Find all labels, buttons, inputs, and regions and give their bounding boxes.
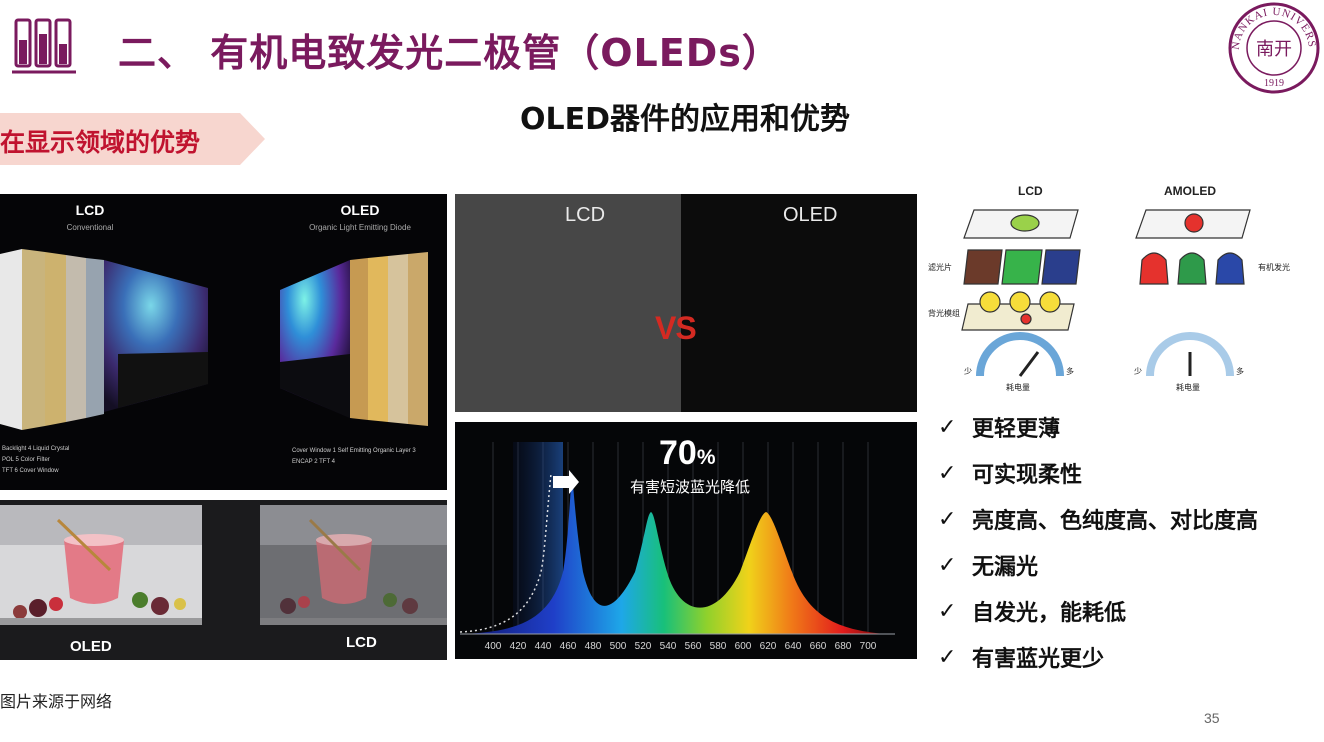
photo-comparison-image: OLED LCD bbox=[0, 500, 447, 660]
lcd-legend: Backlight 4 Liquid Crystal POL 5 Color F… bbox=[2, 446, 70, 474]
oled-label: OLED bbox=[340, 202, 380, 218]
oled-sublabel: Organic Light Emitting Diode bbox=[309, 223, 411, 232]
lcd-photo-caption: LCD bbox=[346, 634, 377, 651]
spectrum-tick: 620 bbox=[759, 641, 777, 652]
more-label: 多 bbox=[1066, 367, 1074, 376]
spectrum-tick: 520 bbox=[634, 641, 652, 652]
less-label: 少 bbox=[964, 367, 972, 376]
image-source-note: 图片来源于网络 bbox=[0, 692, 113, 711]
backlight-label: 背光模组 bbox=[928, 309, 960, 318]
structure-comparison-image: LCD Conventional OLED Organic Light Emit… bbox=[0, 194, 447, 490]
amoled-diagram-title: AMOLED bbox=[1164, 184, 1216, 198]
section-tag-label: 在显示领域的优势 bbox=[0, 128, 201, 157]
spectrum-tick: 440 bbox=[534, 641, 552, 652]
oled-photo-caption: OLED bbox=[70, 638, 112, 655]
black-level-comparison-image: LCD OLED VS bbox=[455, 194, 917, 412]
spectrum-tick: 640 bbox=[784, 641, 802, 652]
check-icon: ✓ bbox=[938, 598, 957, 624]
oled-legend: Cover Window 1 Self Emitting Organic Lay… bbox=[292, 448, 416, 465]
spectrum-tick: 420 bbox=[509, 641, 527, 652]
slide-subtitle: OLED器件的应用和优势 bbox=[519, 102, 850, 137]
spectrum-tick: 500 bbox=[609, 641, 627, 652]
university-seal: NANKAI UNIVERSITY 南开 1919 bbox=[1222, 0, 1322, 96]
spectrum-tick: 480 bbox=[584, 641, 602, 652]
power-label: 耗电量 bbox=[1176, 383, 1200, 392]
spectrum-tick: 540 bbox=[659, 641, 677, 652]
oled-side-label: OLED bbox=[783, 204, 838, 226]
spectrum-tick: 560 bbox=[684, 641, 702, 652]
vs-label: VS bbox=[655, 310, 697, 346]
spectrum-tick: 600 bbox=[734, 641, 752, 652]
spectrum-tick: 680 bbox=[834, 641, 852, 652]
lcd-side-label: LCD bbox=[565, 204, 606, 226]
lcd-sublabel: Conventional bbox=[66, 223, 114, 232]
test-tubes-icon bbox=[10, 18, 78, 76]
lcd-black-half bbox=[455, 194, 681, 412]
page-number: 35 bbox=[1204, 710, 1220, 726]
spectrum-tick: 400 bbox=[484, 641, 502, 652]
feature-list: ✓更轻更薄 ✓可实现柔性 ✓亮度高、色纯度高、对比度高 ✓无漏光 ✓自发光，能耗… bbox=[938, 404, 1258, 680]
spectrum-tick: 700 bbox=[859, 641, 877, 652]
check-icon: ✓ bbox=[938, 460, 957, 486]
feature-item: ✓无漏光 bbox=[938, 552, 1039, 581]
feature-item: ✓可实现柔性 bbox=[938, 460, 1083, 489]
lcd-label: LCD bbox=[75, 202, 105, 218]
feature-item: ✓更轻更薄 bbox=[938, 414, 1061, 443]
page-title: 二、 有机电致发光二极管（OLEDs） bbox=[118, 31, 781, 75]
spectrum-tick: 460 bbox=[559, 641, 577, 652]
section-tag: 在显示领域的优势 bbox=[0, 113, 265, 165]
filter-label: 滤光片 bbox=[928, 263, 952, 272]
seal-chars: 南开 bbox=[1256, 39, 1292, 60]
spectrum-tick: 580 bbox=[709, 641, 727, 652]
blue-light-spectrum-image: 70% 有害短波蓝光降低 400 420 440 460 480 500 520… bbox=[455, 422, 917, 659]
check-icon: ✓ bbox=[938, 644, 957, 670]
check-icon: ✓ bbox=[938, 552, 957, 578]
feature-item: ✓亮度高、色纯度高、对比度高 bbox=[938, 506, 1259, 535]
lcd-diagram-title: LCD bbox=[1018, 184, 1043, 198]
check-icon: ✓ bbox=[938, 414, 957, 440]
power-label: 耗电量 bbox=[1006, 383, 1030, 392]
seal-year: 1919 bbox=[1264, 78, 1284, 89]
spectrum-tick: 660 bbox=[809, 641, 827, 652]
reduction-percent: 70% bbox=[659, 434, 716, 472]
feature-item: ✓有害蓝光更少 bbox=[938, 644, 1105, 673]
organic-emission-label: 有机发光 bbox=[1258, 263, 1290, 272]
feature-item: ✓自发光，能耗低 bbox=[938, 598, 1127, 627]
check-icon: ✓ bbox=[938, 506, 957, 532]
less-label: 少 bbox=[1134, 367, 1142, 376]
lcd-amoled-diagram: LCD AMOLED 滤光片 背光模组 有机发光 少 多 耗电量 少 多 耗电量 bbox=[928, 180, 1300, 400]
reduction-description: 有害短波蓝光降低 bbox=[630, 478, 751, 496]
more-label: 多 bbox=[1236, 367, 1244, 376]
